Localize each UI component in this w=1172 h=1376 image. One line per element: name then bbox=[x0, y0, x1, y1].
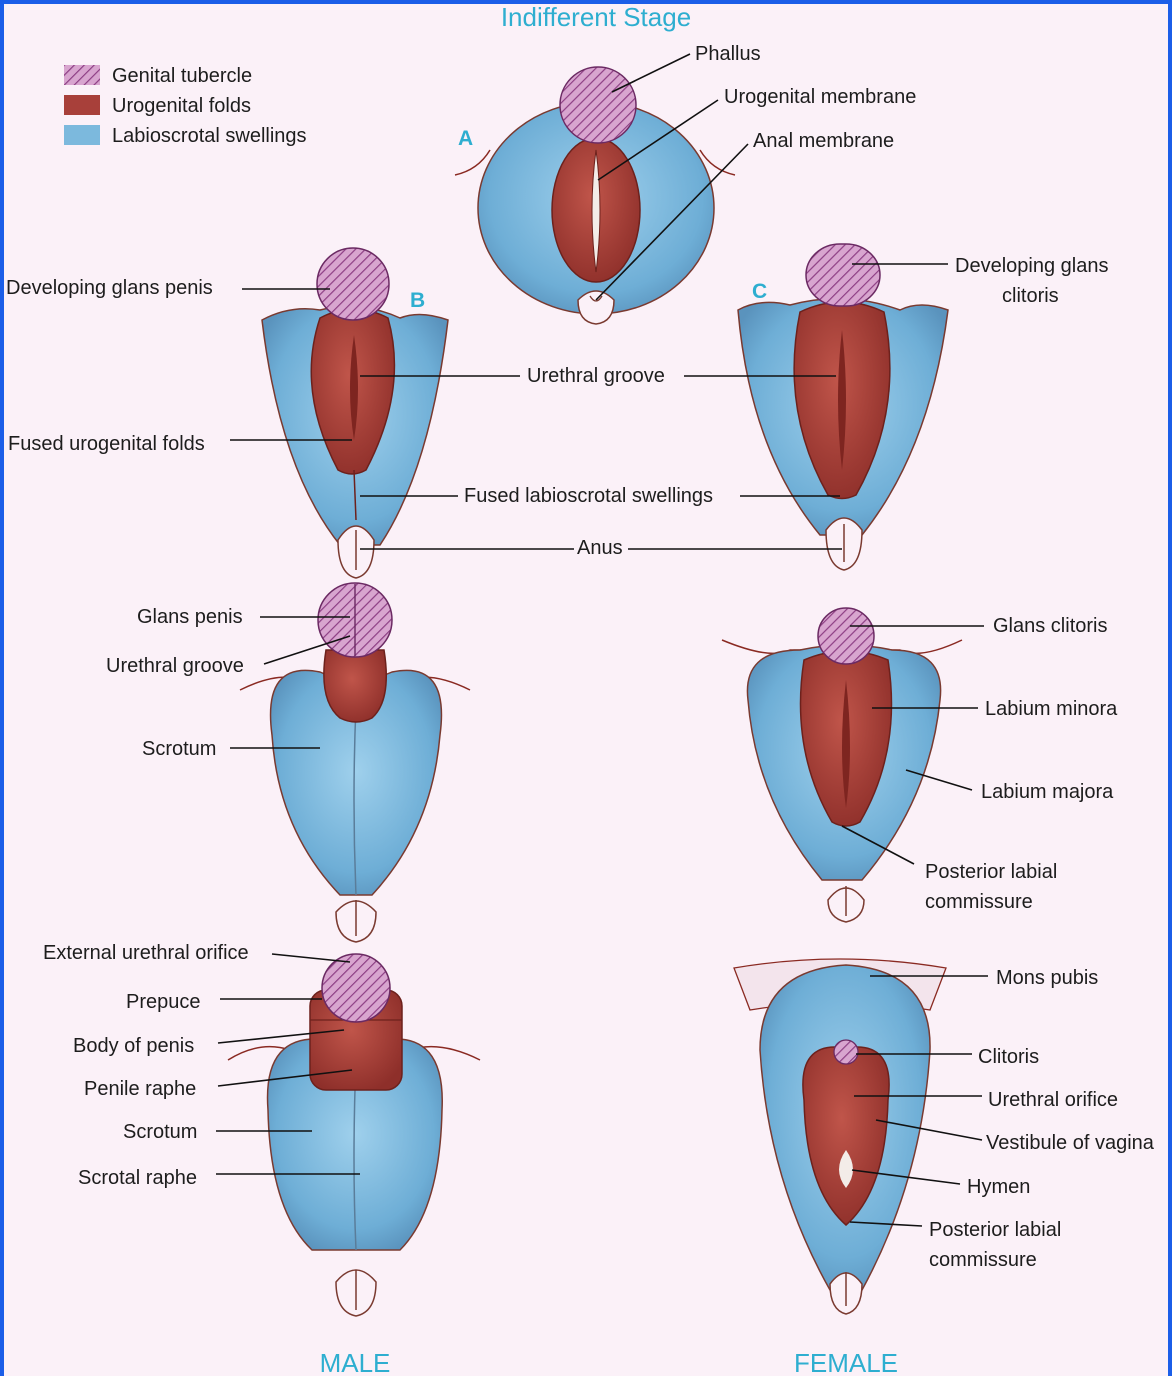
label-labium-minora: Labium minora bbox=[985, 698, 1118, 720]
label-anal-membrane: Anal membrane bbox=[753, 130, 894, 152]
male-middle-illustration bbox=[240, 583, 470, 942]
label-developing-glans-clitoris-line1: Developing glans bbox=[955, 255, 1108, 277]
stage-label-a: A bbox=[458, 127, 473, 150]
female-final-illustration bbox=[734, 959, 946, 1314]
label-urogenital-membrane: Urogenital membrane bbox=[724, 86, 916, 108]
label-phallus: Phallus bbox=[695, 43, 761, 65]
label-mons-pubis: Mons pubis bbox=[996, 967, 1098, 989]
label-posterior-labial-commissure-line2: commissure bbox=[925, 891, 1033, 913]
label-developing-glans-penis: Developing glans penis bbox=[6, 277, 213, 299]
label-posterior-labial-commissure-line1: Posterior labial bbox=[925, 861, 1057, 883]
stage-a-illustration bbox=[455, 67, 735, 324]
legend: Genital tubercle Urogenital folds Labios… bbox=[64, 65, 307, 147]
legend-label-swellings: Labioscrotal swellings bbox=[112, 125, 307, 147]
label-external-urethral-orifice: External urethral orifice bbox=[43, 942, 249, 964]
label-scrotum-final: Scrotum bbox=[123, 1121, 197, 1143]
label-developing-glans-clitoris-line2: clitoris bbox=[1002, 285, 1059, 307]
column-heading-female: FEMALE bbox=[794, 1348, 898, 1376]
label-posterior-labial-commissure-b-line1: Posterior labial bbox=[929, 1219, 1061, 1241]
label-fused-labioscrotal-swellings: Fused labioscrotal swellings bbox=[464, 485, 713, 507]
label-scrotum: Scrotum bbox=[142, 738, 216, 760]
stage-label-b: B bbox=[410, 289, 425, 312]
label-posterior-labial-commissure-b-line2: commissure bbox=[929, 1249, 1037, 1271]
label-hymen: Hymen bbox=[967, 1176, 1030, 1198]
label-glans-penis: Glans penis bbox=[137, 606, 243, 628]
stage-c-illustration bbox=[738, 244, 948, 570]
label-vestibule-of-vagina: Vestibule of vagina bbox=[986, 1132, 1155, 1154]
label-body-of-penis: Body of penis bbox=[73, 1035, 194, 1057]
label-scrotal-raphe: Scrotal raphe bbox=[78, 1167, 197, 1189]
label-clitoris: Clitoris bbox=[978, 1046, 1039, 1068]
label-penile-raphe: Penile raphe bbox=[84, 1078, 196, 1100]
label-labium-majora: Labium majora bbox=[981, 781, 1114, 803]
label-fused-urogenital-folds: Fused urogenital folds bbox=[8, 433, 205, 455]
label-urethral-orifice: Urethral orifice bbox=[988, 1089, 1118, 1111]
legend-swatch-folds bbox=[64, 95, 100, 115]
diagram-title: Indifferent Stage bbox=[501, 2, 691, 32]
label-prepuce: Prepuce bbox=[126, 991, 201, 1013]
label-glans-clitoris: Glans clitoris bbox=[993, 615, 1107, 637]
label-urethral-groove-male: Urethral groove bbox=[106, 655, 244, 677]
stage-label-c: C bbox=[752, 280, 767, 303]
legend-swatch-tubercle bbox=[64, 65, 100, 85]
label-anus: Anus bbox=[577, 537, 623, 559]
column-heading-male: MALE bbox=[320, 1348, 391, 1376]
legend-swatch-swellings bbox=[64, 125, 100, 145]
label-urethral-groove: Urethral groove bbox=[527, 365, 665, 387]
legend-label-folds: Urogenital folds bbox=[112, 95, 251, 117]
male-final-illustration bbox=[228, 954, 480, 1316]
legend-label-tubercle: Genital tubercle bbox=[112, 65, 252, 87]
